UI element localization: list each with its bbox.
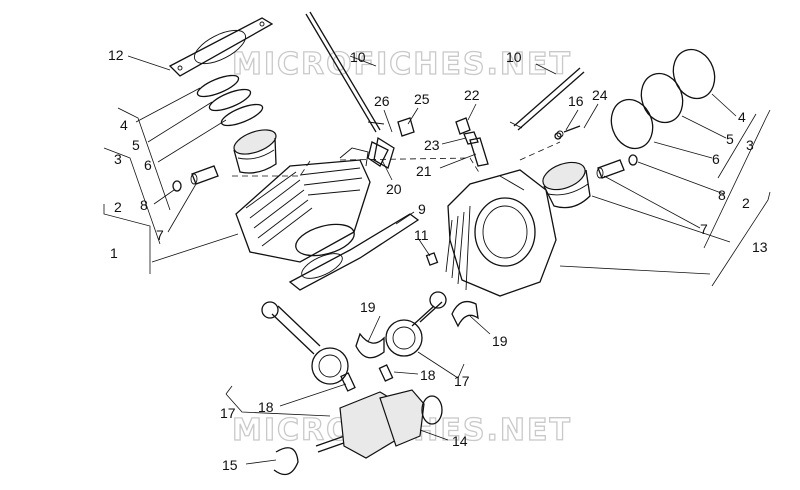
- oil-pipe-20: [373, 136, 395, 169]
- bolt-24: [556, 125, 581, 138]
- bracket-17-right: [417, 351, 465, 379]
- valve-25: [397, 117, 415, 137]
- callout-21: 21: [416, 163, 432, 179]
- callout-1: 1: [110, 245, 118, 261]
- dashed-guide-mid: [339, 157, 481, 175]
- callout-9: 9: [418, 201, 426, 217]
- bracket-3-right: [717, 113, 757, 179]
- right-connecting-rod: [385, 291, 447, 357]
- left-connecting-rod: [261, 301, 349, 385]
- bracket-13: [711, 191, 771, 287]
- callout-18-left: 18: [258, 399, 274, 415]
- callout-2-left: 2: [114, 199, 122, 215]
- bracket-2-left: [103, 147, 161, 245]
- callout-20: 20: [386, 181, 402, 197]
- callout-5-right: 5: [726, 131, 734, 147]
- oil-valve-22: [455, 117, 471, 135]
- callout-12: 12: [108, 47, 124, 63]
- oil-jet-26: [367, 141, 389, 167]
- right-piston: [542, 161, 591, 209]
- left-cylinder: [235, 147, 371, 263]
- callout-7-right: 7: [700, 221, 708, 237]
- callout-10-left: 10: [350, 49, 366, 65]
- bracket-1-left: [103, 204, 151, 274]
- left-piston-rings: [196, 74, 264, 127]
- callout-19-left: 19: [360, 299, 376, 315]
- callout-25: 25: [414, 91, 430, 107]
- left-piston-pin: [190, 165, 219, 185]
- callout-10-right: 10: [506, 49, 522, 65]
- dashed-guide-left: [232, 157, 313, 177]
- callout-16: 16: [568, 93, 584, 109]
- callout-17-left: 17: [220, 405, 236, 421]
- right-cylinder: [445, 169, 557, 297]
- callout-13: 13: [752, 239, 768, 255]
- left-base-gasket: [288, 213, 420, 291]
- callout-3-right: 3: [746, 137, 754, 153]
- dowel-11: [425, 252, 439, 266]
- callout-24: 24: [592, 87, 608, 103]
- callout-22: 22: [464, 87, 480, 103]
- rod-bearing-shell-left: [355, 332, 385, 359]
- callout-6-right: 6: [712, 151, 720, 167]
- bracket-2-right: [703, 109, 771, 249]
- left-circlip: [172, 180, 182, 192]
- left-long-stud: [305, 11, 385, 133]
- callout-26: 26: [374, 93, 390, 109]
- callout-4-right: 4: [738, 109, 746, 125]
- right-long-stud: [509, 67, 585, 131]
- crank-seal-15: [273, 447, 299, 476]
- callout-7-left: 7: [156, 227, 164, 243]
- callout-5-left: 5: [132, 137, 140, 153]
- callout-18-right: 18: [420, 367, 436, 383]
- callout-3-left: 3: [114, 151, 122, 167]
- bracket-17-left: [225, 385, 331, 417]
- rod-bolt-right: [378, 364, 394, 382]
- callout-17-right: 17: [454, 373, 470, 389]
- bracket-3-left: [117, 107, 171, 211]
- dashed-guide-right: [519, 141, 561, 161]
- callout-14: 14: [452, 433, 468, 449]
- callout-8-left: 8: [140, 197, 148, 213]
- callout-11: 11: [414, 227, 429, 243]
- callout-8-right: 8: [718, 187, 726, 203]
- left-head-gasket: [168, 17, 274, 77]
- washer-23: [463, 131, 479, 145]
- right-piston-rings: [610, 48, 716, 150]
- rod-bolt-left: [340, 372, 356, 392]
- callout-19-right: 19: [492, 333, 508, 349]
- left-piston: [233, 129, 277, 174]
- callout-2-right: 2: [742, 195, 750, 211]
- watermark-top: MICROFICHES.NET: [232, 47, 572, 82]
- callout-6-left: 6: [144, 157, 152, 173]
- crankshaft: [315, 389, 443, 459]
- right-circlip: [628, 154, 638, 166]
- right-piston-pin: [596, 159, 625, 179]
- callout-4-left: 4: [120, 117, 128, 133]
- callout-15: 15: [222, 457, 238, 473]
- callout-23: 23: [424, 137, 440, 153]
- rod-bearing-shell-right: [451, 300, 479, 328]
- washer-16: [554, 132, 562, 140]
